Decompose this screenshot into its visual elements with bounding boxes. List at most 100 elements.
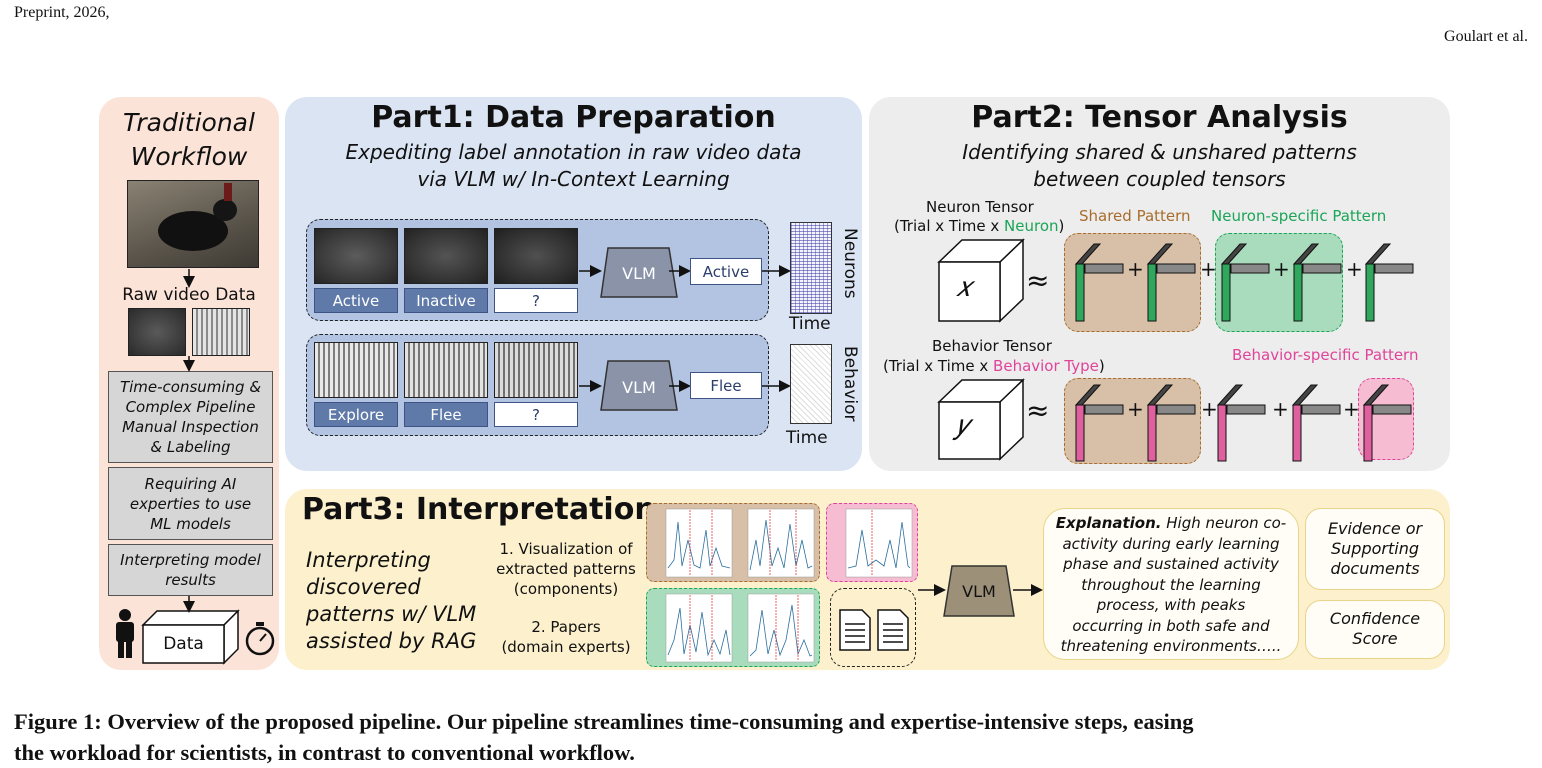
box1-line: Manual Inspection: [122, 418, 259, 436]
part2-subtitle-line1: Identifying shared & unshared patterns: [962, 140, 1357, 164]
time-label-2: Time: [786, 428, 828, 448]
manual-labeling-box: Time-consuming & Complex Pipeline Manual…: [108, 371, 273, 463]
explanation-line: High neuron co-: [1166, 514, 1287, 532]
part1-vlm-1: VLM: [622, 264, 656, 283]
part3-item2: 2. Papers (domain experts): [488, 617, 644, 657]
explanation-line: activity during early learning: [1062, 534, 1280, 553]
traditional-title-line2: Workflow: [130, 142, 248, 171]
explanation-line: phase and sustained activity: [1063, 555, 1279, 573]
item1-line: extracted patterns: [496, 560, 636, 578]
evidence-line: Supporting: [1331, 539, 1419, 558]
evidence-line: documents: [1330, 559, 1420, 578]
neuron-dims-prefix: (Trial x Time x: [894, 217, 1005, 235]
ai-expertise-box: Requiring AI experties to use ML models: [108, 467, 273, 540]
label-flee: Flee: [404, 402, 488, 427]
label-unknown-2: ?: [494, 402, 578, 427]
shared-group-neuron: [1064, 233, 1201, 332]
plus-sign: +: [1127, 257, 1144, 281]
behavior-tensor-label: Behavior Tensor: [932, 337, 1052, 355]
figure-caption: Figure 1: Overview of the proposed pipel…: [14, 706, 1534, 768]
tensor-x-symbol: 𝑥: [956, 272, 972, 303]
data-label: Data: [163, 634, 204, 654]
part2-title: Part2: Tensor Analysis: [971, 100, 1348, 135]
caption-line2: the workload for scientists, in contrast…: [14, 740, 635, 765]
evidence-line: Evidence or: [1327, 519, 1423, 538]
neuron-tensor-dims: (Trial x Time x Neuron): [894, 217, 1064, 235]
box1-line: Complex Pipeline: [125, 398, 256, 416]
raw-video-label: Raw video Data: [122, 285, 256, 305]
label-active: Active: [314, 288, 398, 313]
confidence-line: Score: [1352, 629, 1398, 648]
plus-sign: +: [1346, 257, 1363, 281]
item1-line: 1. Visualization of: [499, 540, 633, 558]
part1-subtitle-line1: Expediting label annotation in raw video…: [345, 140, 802, 164]
neuron-dims-highlight: Neuron: [1004, 217, 1059, 235]
traditional-title-line1: Traditional: [123, 108, 255, 137]
neuron-plots-group: [646, 588, 820, 667]
part1-title: Part1: Data Preparation: [371, 100, 776, 135]
neuron-raster: [790, 222, 832, 314]
behavior-raster: [790, 344, 832, 424]
part3-vlm: VLM: [962, 582, 996, 601]
header-left: Preprint, 2026,: [14, 4, 110, 21]
confidence-line: Confidence: [1329, 609, 1421, 628]
behavior-frame-3: [494, 342, 578, 398]
explanation-line: threatening environments…..: [1060, 637, 1282, 655]
part3-desc-line: assisted by RAG: [306, 629, 477, 653]
explanation-head: Explanation.: [1055, 514, 1162, 532]
neuron-frame-3: [494, 228, 578, 284]
approx-symbol-1: ≈: [1026, 264, 1050, 297]
box2-line: ML models: [150, 514, 231, 533]
neuron-frame-1: [314, 228, 398, 284]
box2-line: Requiring AI: [144, 474, 237, 493]
behavior-dims-highlight: Behavior Type: [993, 357, 1099, 375]
output-active: Active: [690, 258, 762, 285]
item2-line: 2. Papers: [531, 618, 601, 636]
interpret-results-box: Interpreting model results: [108, 544, 273, 596]
output-flee: Flee: [690, 372, 762, 399]
shared-plots-group: [646, 503, 820, 582]
box2-line: experties to use: [129, 494, 252, 513]
part3-desc-line: Interpreting: [306, 548, 431, 572]
header-right: Goulart et al.: [1444, 28, 1528, 45]
behavior-frame-2: [404, 342, 488, 398]
box3-line: Interpreting model: [120, 551, 261, 569]
plus-sign: +: [1127, 397, 1144, 421]
part1-subtitle: Expediting label annotation in raw video…: [285, 139, 862, 193]
neuron-specific-label: Neuron-specific Pattern: [1211, 207, 1387, 225]
part1-vlm-2: VLM: [622, 378, 656, 397]
box3-line: results: [165, 571, 216, 589]
label-inactive: Inactive: [404, 288, 488, 313]
part3-description: Interpreting discovered patterns w/ VLM …: [306, 547, 476, 655]
item2-line: (domain experts): [501, 638, 631, 656]
label-explore: Explore: [314, 402, 398, 427]
neuron-frame-2: [404, 228, 488, 284]
raw-video-thumb-2: [192, 308, 250, 356]
box1-line: & Labeling: [150, 438, 231, 456]
neuron-dims-suffix: ): [1058, 217, 1065, 235]
part3-item1: 1. Visualization of extracted patterns (…: [488, 539, 644, 599]
caption-line1: Figure 1: Overview of the proposed pipel…: [14, 709, 1194, 734]
behavior-frame-1: [314, 342, 398, 398]
behavior-tensor-dims: (Trial x Time x Behavior Type): [883, 357, 1105, 375]
part2-subtitle: Identifying shared & unshared patterns b…: [869, 139, 1450, 193]
plus-sign: +: [1343, 397, 1360, 421]
plus-sign: +: [1272, 397, 1289, 421]
item1-line: (components): [513, 580, 619, 598]
box1-line: Time-consuming &: [119, 378, 262, 396]
neurons-axis-label: Neurons: [840, 228, 860, 299]
time-label-1: Time: [789, 314, 831, 334]
explanation-text: Explanation. High neuron co- activity du…: [1043, 513, 1299, 657]
mouse-photo: [127, 180, 259, 268]
part3-desc-line: discovered: [306, 575, 421, 599]
behavior-dims-prefix: (Trial x Time x: [883, 357, 994, 375]
neuron-specific-group: [1215, 233, 1343, 332]
shared-group-behavior: [1064, 378, 1201, 464]
behavior-axis-label: Behavior: [840, 346, 860, 422]
explanation-line: throughout the learning: [1081, 575, 1261, 594]
explanation-box: [1043, 508, 1299, 660]
traditional-title: Traditional Workflow: [99, 106, 279, 174]
shared-pattern-label: Shared Pattern: [1079, 207, 1191, 225]
explanation-line: process, with peaks: [1096, 596, 1246, 614]
neuron-tensor-label: Neuron Tensor: [926, 198, 1034, 216]
